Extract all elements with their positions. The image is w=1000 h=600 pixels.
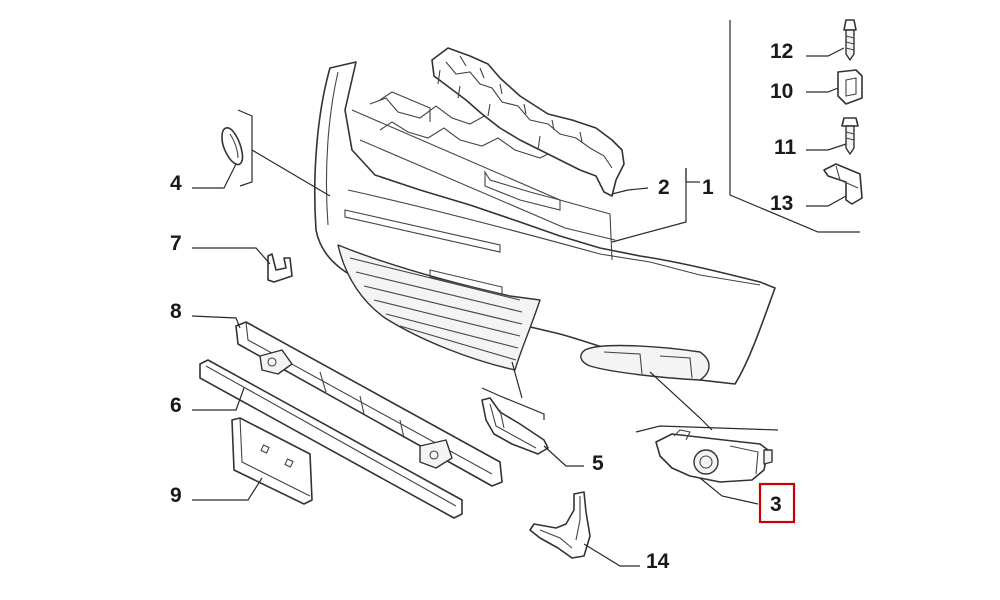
callout-12[interactable]: 12: [770, 40, 793, 63]
grille-insert-part[interactable]: [481, 397, 549, 455]
callout-11[interactable]: 11: [774, 136, 797, 159]
callout-8[interactable]: 8: [170, 300, 182, 323]
callout-7[interactable]: 7: [170, 232, 182, 255]
callout-6[interactable]: 6: [170, 394, 182, 417]
clip-part-13[interactable]: [823, 163, 863, 205]
fasteners-inset: [729, 19, 863, 233]
lower-crossmember-part[interactable]: [235, 321, 503, 487]
leader-lines: [191, 47, 847, 567]
callout-9[interactable]: 9: [170, 484, 182, 507]
callout-3[interactable]: 3: [770, 493, 782, 516]
callout-labels: 1 2 3 4 5 6 7 8 9 10 11 12 13 14: [170, 40, 797, 573]
bolt-part-11[interactable]: [841, 117, 859, 155]
callout-13[interactable]: 13: [770, 192, 793, 215]
tow-hook-cover-part[interactable]: [221, 127, 244, 166]
air-guide-part[interactable]: [529, 491, 591, 559]
nut-clip-part-10[interactable]: [837, 69, 863, 105]
clip-part[interactable]: [267, 253, 293, 283]
upper-bracket-part[interactable]: [431, 47, 625, 197]
license-plate-holder-part[interactable]: [231, 417, 313, 505]
callout-14[interactable]: 14: [646, 550, 670, 573]
callout-5[interactable]: 5: [592, 452, 604, 475]
fog-lamp-part[interactable]: [655, 429, 773, 483]
callout-4[interactable]: 4: [170, 172, 182, 195]
callout-10[interactable]: 10: [770, 80, 793, 103]
screw-part-12[interactable]: [843, 19, 857, 61]
callout-1[interactable]: 1: [702, 176, 714, 199]
callout-2[interactable]: 2: [658, 176, 670, 199]
highlight-box-part-3: [758, 482, 796, 524]
front-bumper-part[interactable]: [313, 61, 776, 385]
bumper-inner-frame: [351, 91, 616, 261]
trim-strip-part[interactable]: [199, 359, 463, 519]
